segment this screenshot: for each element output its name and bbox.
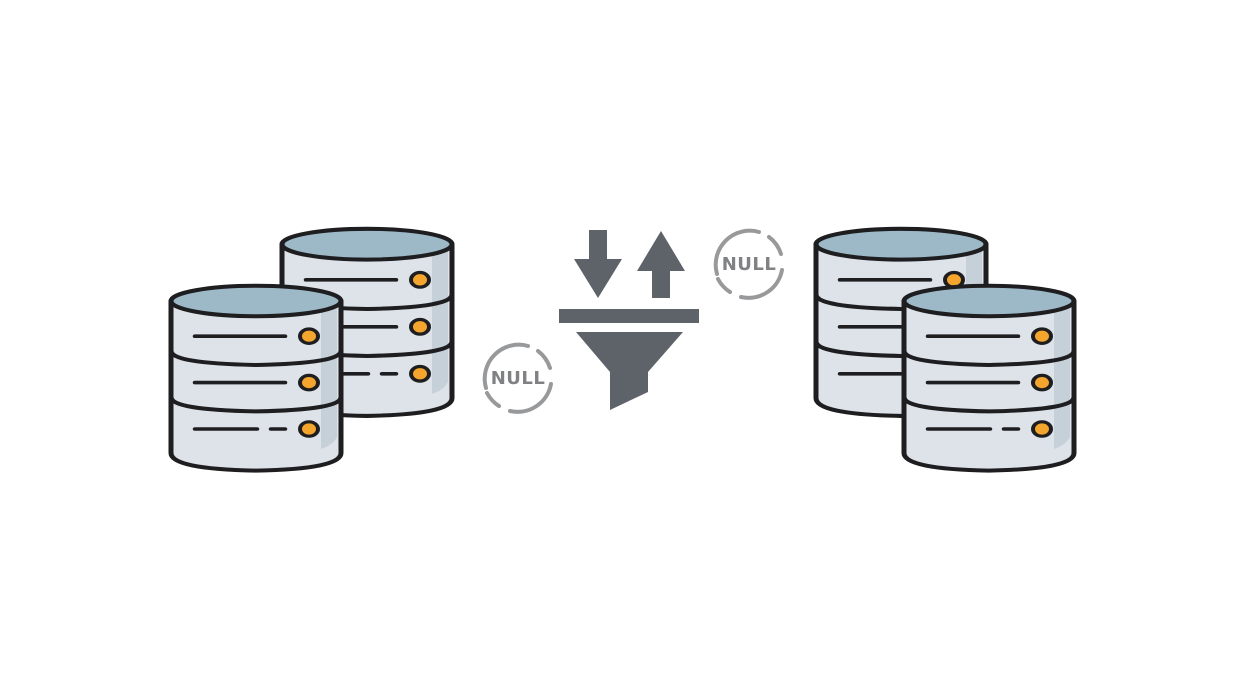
database-front-icon <box>904 286 1074 471</box>
up-arrow-icon <box>637 231 685 298</box>
null-label: NULL <box>491 368 546 389</box>
funnel-filter-icon <box>559 230 699 410</box>
null-label: NULL <box>722 254 777 275</box>
null-badge-icon-right: NULL <box>713 228 784 300</box>
target-database-stack <box>816 229 1074 471</box>
source-database-stack <box>171 229 452 471</box>
null-badge-icon-left: NULL <box>482 342 553 414</box>
database-front-icon <box>171 286 341 471</box>
down-arrow-icon <box>574 230 622 298</box>
